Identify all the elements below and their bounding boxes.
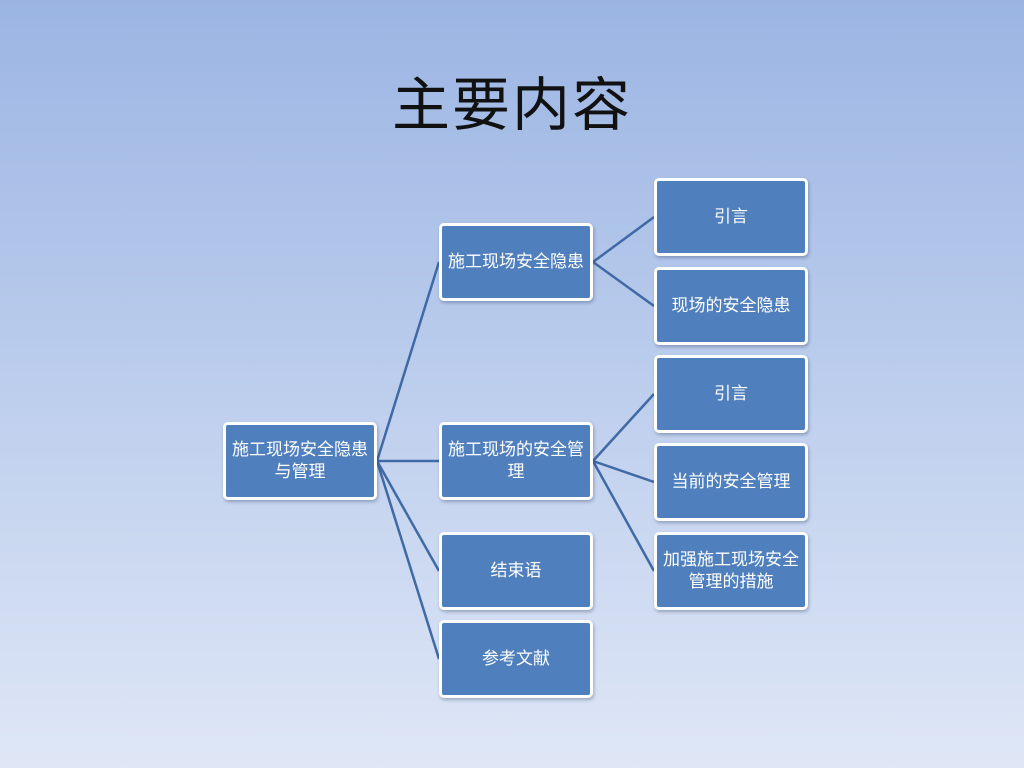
node-site-safety-hazards: 施工现场安全隐患 bbox=[439, 223, 593, 301]
connector-management-to-current bbox=[592, 459, 655, 484]
node-conclusion: 结束语 bbox=[439, 532, 593, 610]
node-site-hazards: 现场的安全隐患 bbox=[654, 267, 808, 345]
connector-management-to-measures bbox=[591, 460, 656, 572]
node-references: 参考文献 bbox=[439, 620, 593, 698]
node-site-safety-management: 施工现场的安全管理 bbox=[439, 422, 593, 500]
connector-management-to-intro bbox=[592, 393, 655, 462]
node-hazards-introduction: 引言 bbox=[654, 178, 808, 256]
slide-title: 主要内容 bbox=[391, 71, 632, 139]
connector-root-to-hazards bbox=[375, 261, 441, 462]
connector-hazards-to-intro bbox=[592, 215, 655, 264]
node-root: 施工现场安全隐患与管理 bbox=[223, 422, 377, 500]
connector-root-to-references bbox=[375, 460, 441, 660]
node-strengthen-measures: 加强施工现场安全管理的措施 bbox=[654, 532, 808, 610]
node-management-introduction: 引言 bbox=[654, 355, 808, 433]
connector-root-to-conclusion bbox=[375, 460, 441, 572]
connector-hazards-to-site-hazards bbox=[592, 260, 655, 308]
node-current-management: 当前的安全管理 bbox=[654, 443, 808, 521]
